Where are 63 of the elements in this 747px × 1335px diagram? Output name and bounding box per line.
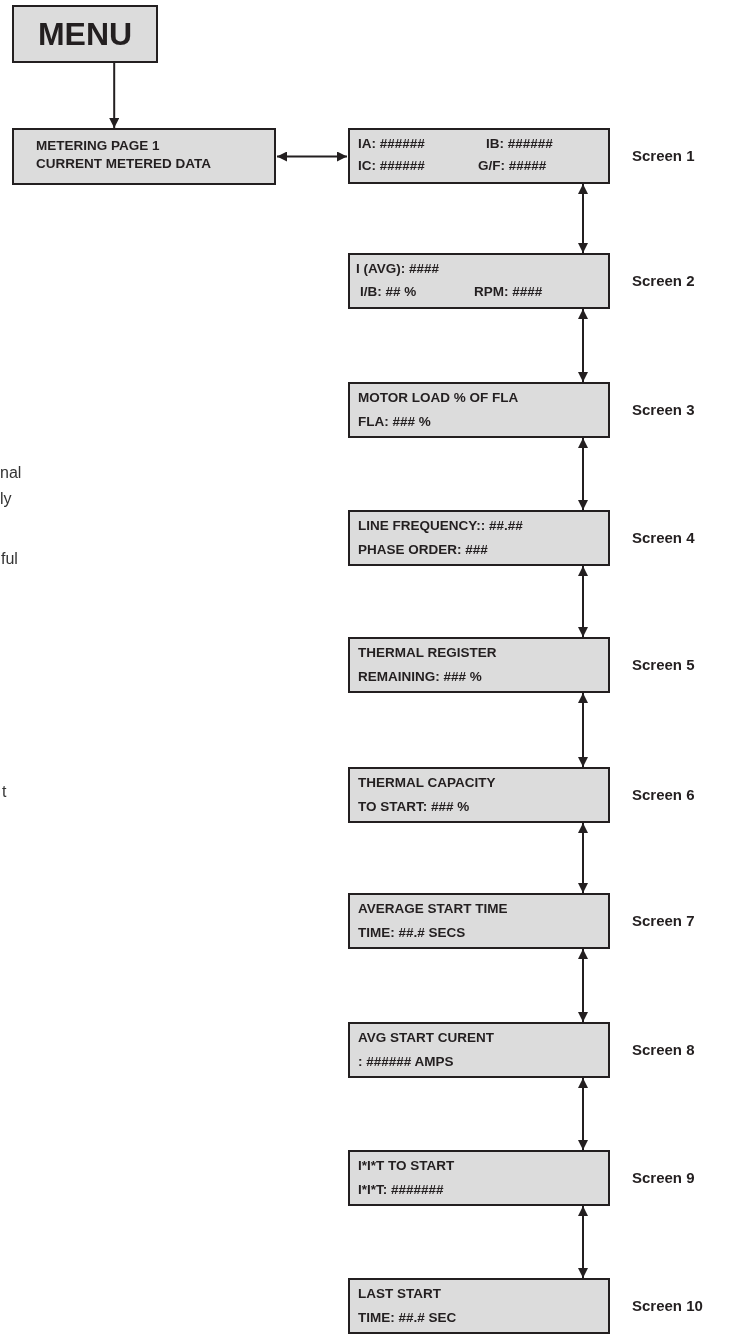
display-screen-box xyxy=(348,128,610,184)
screen-text: IC: ###### xyxy=(358,158,425,174)
menu-page-box xyxy=(12,128,276,185)
menu-box xyxy=(12,5,158,63)
display-screen-box xyxy=(348,1278,610,1334)
screen-text: THERMAL CAPACITY xyxy=(358,775,496,791)
screen-text: I*I*T: ####### xyxy=(358,1182,444,1198)
display-screen-box xyxy=(348,893,610,949)
screen-text: : ###### AMPS xyxy=(358,1054,454,1070)
cut-off-text: ly xyxy=(0,490,12,508)
display-screen-box xyxy=(348,253,610,309)
display-screen-box xyxy=(348,637,610,693)
screen-text: I (AVG): #### xyxy=(356,261,440,277)
screen-label: Screen 3 xyxy=(632,401,695,418)
screen-text: G/F: ##### xyxy=(478,158,547,174)
screen-text: METERING PAGE 1 xyxy=(36,138,160,154)
double-headed-arrow xyxy=(276,151,348,162)
screen-label: Screen 2 xyxy=(632,272,695,289)
screen-text: TO START: ### % xyxy=(358,799,470,815)
screen-text: I/B: ## % xyxy=(360,284,417,300)
screen-text: IA: ###### xyxy=(358,136,425,152)
menu-title: MENU xyxy=(36,16,134,52)
display-screen-box xyxy=(348,767,610,823)
screen-text: MOTOR LOAD % OF FLA xyxy=(358,390,519,406)
cut-off-text: t xyxy=(2,783,7,801)
double-headed-arrow xyxy=(578,1077,588,1151)
screen-text: FLA: ### % xyxy=(358,414,431,430)
display-screen-box xyxy=(348,1150,610,1206)
double-headed-arrow xyxy=(578,183,588,254)
double-headed-arrow xyxy=(578,308,588,383)
screen-text: REMAINING: ### % xyxy=(358,669,482,685)
screen-text: LAST START xyxy=(358,1286,441,1302)
cut-off-text: ful xyxy=(1,550,18,568)
screen-label: Screen 8 xyxy=(632,1041,695,1058)
double-headed-arrow xyxy=(578,437,588,511)
screen-text: AVG START CURENT xyxy=(358,1030,494,1046)
display-screen-box xyxy=(348,1022,610,1078)
screen-label: Screen 6 xyxy=(632,786,695,803)
double-headed-arrow xyxy=(578,1205,588,1279)
screen-label: Screen 4 xyxy=(632,529,695,546)
screen-text: IB: ###### xyxy=(486,136,553,152)
double-headed-arrow xyxy=(578,948,588,1023)
screen-text: TIME: ##.# SECS xyxy=(358,925,466,941)
screen-label: Screen 1 xyxy=(632,147,695,164)
display-screen-box xyxy=(348,510,610,566)
screen-label: Screen 7 xyxy=(632,912,695,929)
screen-text: I*I*T TO START xyxy=(358,1158,455,1174)
screen-text: AVERAGE START TIME xyxy=(358,901,508,917)
arrow xyxy=(109,62,120,129)
screen-label: Screen 5 xyxy=(632,656,695,673)
screen-label: Screen 10 xyxy=(632,1297,703,1314)
double-headed-arrow xyxy=(578,692,588,768)
screen-text: RPM: #### xyxy=(474,284,543,300)
screen-text: LINE FREQUENCY:: ##.## xyxy=(358,518,523,534)
screen-text: TIME: ##.# SEC xyxy=(358,1310,457,1326)
screen-text: PHASE ORDER: ### xyxy=(358,542,488,558)
screen-text: THERMAL REGISTER xyxy=(358,645,497,661)
cut-off-text: nal xyxy=(0,464,22,482)
display-screen-box xyxy=(348,382,610,438)
screen-label: Screen 9 xyxy=(632,1169,695,1186)
double-headed-arrow xyxy=(578,565,588,638)
screen-text: CURRENT METERED DATA xyxy=(36,156,211,172)
double-headed-arrow xyxy=(578,822,588,894)
